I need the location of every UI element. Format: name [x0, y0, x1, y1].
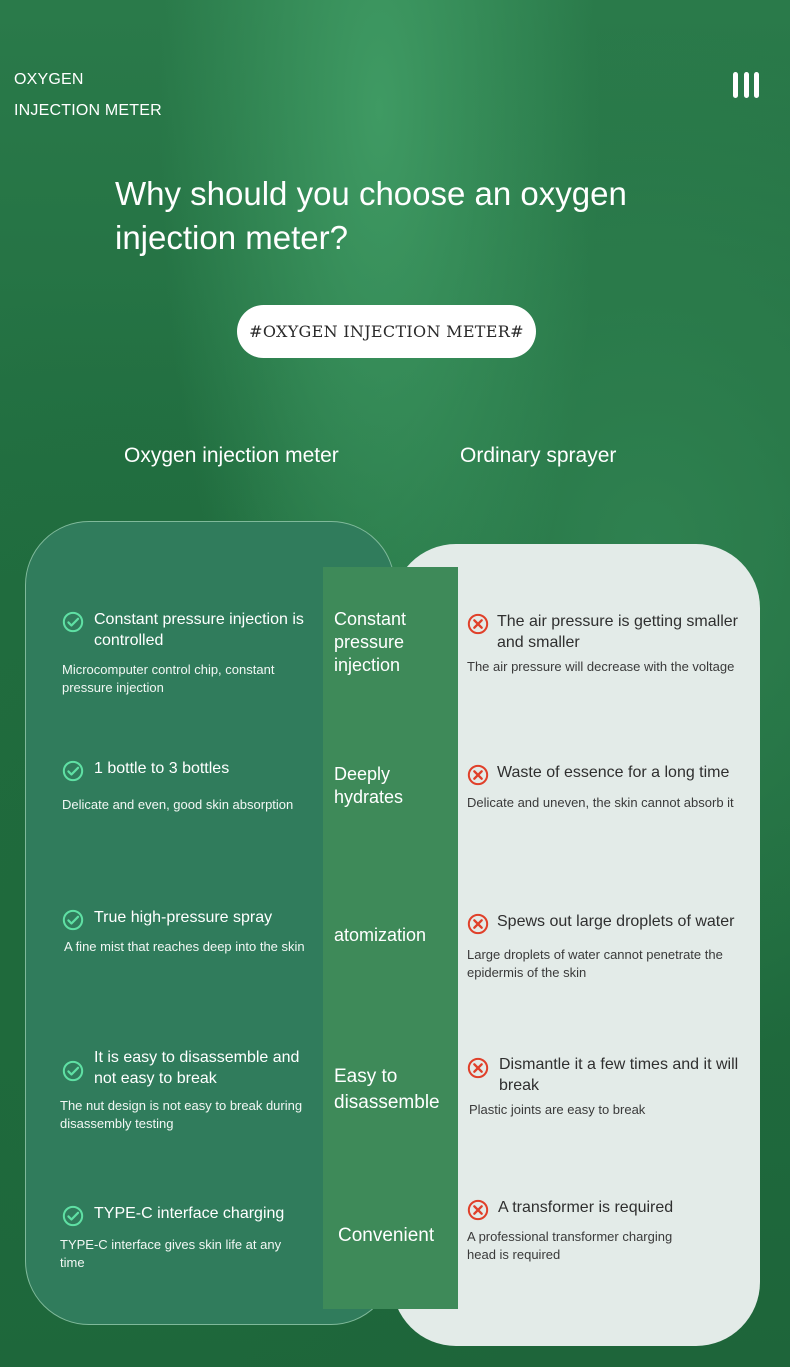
hashtag-pill: #OXYGEN INJECTION METER#: [237, 305, 536, 358]
feature-category-label: Convenient: [338, 1225, 435, 1246]
right-feature-description: The air pressure will decrease with the …: [467, 659, 735, 674]
menu-bar: [733, 72, 738, 98]
left-feature-row: TYPE-C interface charging TYPE-C interfa…: [60, 1203, 307, 1272]
right-feature-description: Plastic joints are easy to break: [469, 1102, 646, 1117]
right-feature-title: The air pressure is getting smaller and …: [497, 613, 738, 651]
column-header-oxygen-injection-meter: Oxygen injection meter: [124, 444, 339, 467]
menu-icon[interactable]: [733, 72, 759, 98]
left-feature-row: It is easy to disassemble and not easy t…: [60, 1047, 307, 1133]
left-feature-row: Constant pressure injection is controlle…: [62, 609, 312, 697]
x-circle-icon: [467, 764, 489, 786]
right-feature-title: A transformer is required: [498, 1199, 674, 1216]
feature-category-column: [323, 567, 458, 1309]
page-headline: Why should you choose an oxygen injectio…: [115, 175, 627, 256]
x-circle-icon: [467, 1057, 489, 1079]
x-circle-icon: [467, 613, 489, 635]
left-feature-row: 1 bottle to 3 bottles Delicate and even,…: [62, 758, 312, 814]
left-feature-description: A fine mist that reaches deep into the s…: [64, 939, 305, 954]
right-feature-title: Spews out large droplets of water: [497, 913, 735, 930]
left-feature-description: The nut design is not easy to break duri…: [60, 1098, 303, 1131]
brand-logo-text: OXYGEN INJECTION METER: [14, 64, 162, 126]
feature-category-label: Easy to disassemble: [334, 1066, 440, 1113]
left-feature-title: Constant pressure injection is controlle…: [94, 611, 304, 649]
check-circle-icon: [62, 611, 84, 633]
column-header-ordinary-sprayer: Ordinary sprayer: [460, 444, 617, 467]
right-feature-row: Dismantle it a few times and it will bre…: [467, 1054, 742, 1119]
right-feature-title: Waste of essence for a long time: [497, 764, 730, 781]
left-feature-description: Delicate and even, good skin absorption: [62, 797, 294, 812]
right-feature-description: Delicate and uneven, the skin cannot abs…: [467, 795, 734, 810]
right-feature-row: A transformer is required A professional…: [467, 1197, 742, 1264]
feature-category-label: Deeply hydrates: [334, 764, 404, 807]
left-feature-title: True high-pressure spray: [94, 909, 273, 926]
left-feature-description: TYPE-C interface gives skin life at any …: [60, 1237, 282, 1270]
right-feature-description: Large droplets of water cannot penetrate…: [467, 947, 723, 980]
left-feature-title: 1 bottle to 3 bottles: [94, 760, 230, 777]
right-feature-row: Spews out large droplets of water Large …: [467, 911, 742, 982]
check-circle-icon: [62, 1060, 84, 1082]
left-feature-description: Microcomputer control chip, constant pre…: [62, 662, 275, 695]
right-feature-row: The air pressure is getting smaller and …: [467, 611, 742, 676]
brand-line-2: INJECTION METER: [14, 102, 162, 119]
menu-bar: [743, 72, 749, 98]
left-feature-row: True high-pressure spray A fine mist tha…: [62, 907, 312, 956]
feature-category-label: atomization: [334, 925, 427, 945]
x-circle-icon: [467, 1199, 489, 1221]
right-feature-title: Dismantle it a few times and it will bre…: [499, 1056, 739, 1094]
check-circle-icon: [62, 760, 84, 782]
brand-line-1: OXYGEN: [14, 71, 84, 88]
feature-category-label: Constant pressure injection: [334, 609, 407, 675]
right-feature-row: Waste of essence for a long time Delicat…: [467, 762, 742, 812]
check-circle-icon: [62, 1205, 84, 1227]
x-circle-icon: [467, 913, 489, 935]
left-feature-title: It is easy to disassemble and not easy t…: [94, 1049, 300, 1087]
menu-bar: [754, 72, 759, 98]
right-feature-description: A professional transformer charging head…: [467, 1229, 673, 1262]
check-circle-icon: [62, 909, 84, 931]
left-feature-title: TYPE-C interface charging: [94, 1205, 285, 1222]
